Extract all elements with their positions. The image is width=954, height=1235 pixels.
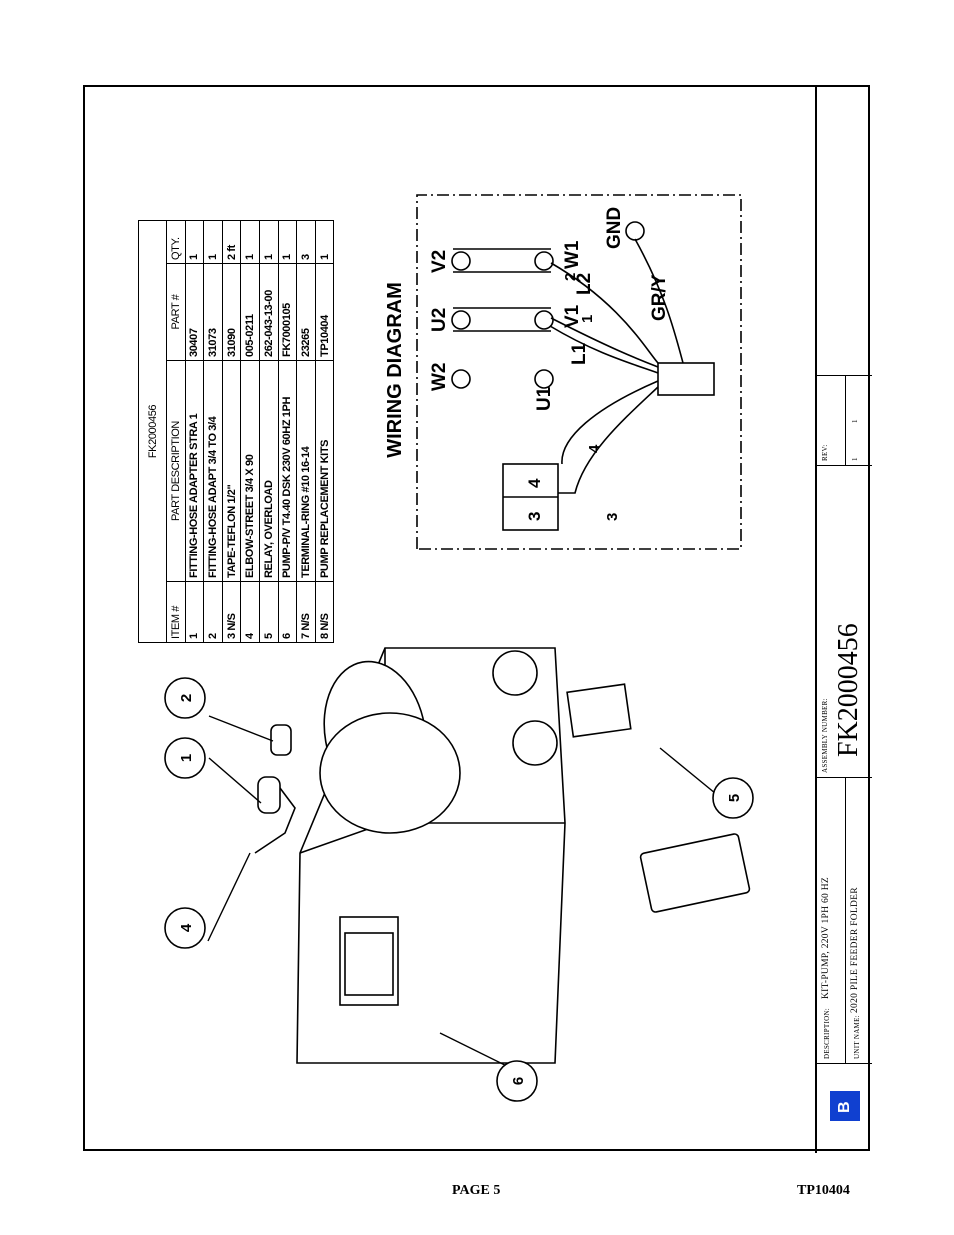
leader-5 bbox=[659, 747, 722, 799]
callout-2-label: 2 bbox=[178, 694, 195, 702]
wire-1 bbox=[550, 317, 659, 368]
label-gnd: GND bbox=[604, 207, 625, 249]
drawing-area: FK2000456 ITEM # PART DESCRIPTION PART #… bbox=[85, 87, 815, 1153]
link-v2-w1 bbox=[453, 248, 551, 273]
callout-5-label: 5 bbox=[726, 794, 743, 802]
overload-relay bbox=[566, 683, 632, 738]
label-wire-4: 4 bbox=[586, 444, 603, 453]
wire-2 bbox=[550, 262, 659, 364]
block-label-a: 3 bbox=[525, 512, 544, 521]
wire-l1 bbox=[549, 325, 659, 374]
capacitor-box bbox=[657, 362, 715, 396]
leader-2 bbox=[208, 715, 274, 742]
leader-1 bbox=[208, 757, 262, 804]
title-block: B DESCRIPTION: KIT-PUMP, 220V 1PH 60 HZ … bbox=[815, 87, 872, 1153]
label-w1: W1 bbox=[562, 240, 583, 269]
drawing-sheet: FK2000456 ITEM # PART DESCRIPTION PART #… bbox=[83, 85, 872, 1153]
label-w2: W2 bbox=[429, 363, 450, 392]
label-l1: L1 bbox=[569, 342, 590, 365]
wiring-title: WIRING DIAGRAM bbox=[384, 282, 406, 458]
callout-4 bbox=[164, 907, 206, 949]
assembly-label: ASSEMBLY NUMBER: bbox=[821, 698, 829, 773]
callout-5 bbox=[712, 777, 754, 819]
description-cell: DESCRIPTION: KIT-PUMP, 220V 1PH 60 HZ UN… bbox=[817, 777, 872, 1063]
leader-4 bbox=[207, 852, 251, 942]
terminal-w1 bbox=[534, 251, 554, 271]
drawing-svg: WIRING DIAGRAM bbox=[164, 194, 754, 1102]
fitting-1 bbox=[257, 776, 281, 814]
pump-handle-inner bbox=[344, 932, 394, 996]
callout-1-label: 1 bbox=[178, 754, 195, 762]
assembly-number: FK2000456 bbox=[833, 623, 864, 757]
pump-motor bbox=[319, 712, 461, 834]
unit-label: UNIT NAME: bbox=[853, 1015, 861, 1059]
description-value: KIT-PUMP, 220V 1PH 60 HZ bbox=[821, 876, 831, 999]
company-logo-letter: B bbox=[836, 1101, 853, 1113]
fitting-elbow bbox=[254, 787, 296, 854]
label-v2: V2 bbox=[429, 250, 450, 273]
wire-3 bbox=[558, 386, 659, 494]
block-label-b: 4 bbox=[525, 478, 544, 488]
pump-knob-a bbox=[492, 650, 538, 696]
rev-label: REV: bbox=[821, 444, 829, 461]
document-number: TP10404 bbox=[797, 1183, 850, 1198]
pump-illustration bbox=[254, 647, 751, 1064]
label-gry: GR/Y bbox=[649, 274, 670, 321]
rotated-content: FK2000456 ITEM # PART DESCRIPTION PART #… bbox=[85, 87, 872, 1153]
label-u2: U2 bbox=[429, 308, 450, 332]
rev-divider bbox=[845, 375, 846, 465]
terminal-v1 bbox=[534, 310, 554, 330]
callout-6 bbox=[496, 1060, 538, 1102]
page-number: PAGE 5 bbox=[452, 1183, 501, 1198]
logo-cell: B bbox=[817, 1063, 872, 1153]
label-wire-3: 3 bbox=[604, 513, 621, 521]
rev-value-a: 1 bbox=[851, 457, 859, 461]
assembly-cell: ASSEMBLY NUMBER: FK2000456 bbox=[817, 465, 872, 777]
fitting-2 bbox=[270, 724, 292, 756]
wiring-diagram: WIRING DIAGRAM bbox=[384, 194, 742, 550]
terminal-gnd bbox=[625, 221, 645, 241]
description-divider bbox=[845, 777, 846, 1063]
description-label: DESCRIPTION: bbox=[823, 1007, 831, 1059]
label-wire-2: 2 bbox=[562, 273, 579, 281]
wiring-frame bbox=[416, 194, 742, 550]
wire-gry bbox=[634, 238, 684, 364]
rev-cell: REV: 1 1 bbox=[817, 375, 872, 465]
pump-knob-b bbox=[512, 720, 558, 766]
company-logo: B bbox=[830, 1091, 860, 1121]
wire-4 bbox=[561, 380, 659, 465]
callout-6-label: 6 bbox=[510, 1077, 527, 1085]
pump-handle bbox=[339, 916, 399, 1006]
terminal-v2 bbox=[451, 251, 471, 271]
terminal-w2 bbox=[451, 369, 471, 389]
label-l2: L2 bbox=[574, 273, 595, 295]
link-u2-v1 bbox=[453, 307, 551, 332]
label-u1: U1 bbox=[534, 386, 555, 411]
rev-value-b: 1 bbox=[851, 419, 859, 423]
label-wire-1: 1 bbox=[579, 315, 596, 323]
label-v1: V1 bbox=[562, 304, 583, 328]
unit-value: 2020 PILE FEEDER FOLDER bbox=[850, 887, 860, 1013]
terminal-u1 bbox=[534, 369, 554, 389]
pump-base bbox=[639, 833, 751, 913]
callout-1 bbox=[164, 737, 206, 779]
terminal-u2 bbox=[451, 310, 471, 330]
callout-4-label: 4 bbox=[178, 923, 195, 932]
callout-2 bbox=[164, 677, 206, 719]
